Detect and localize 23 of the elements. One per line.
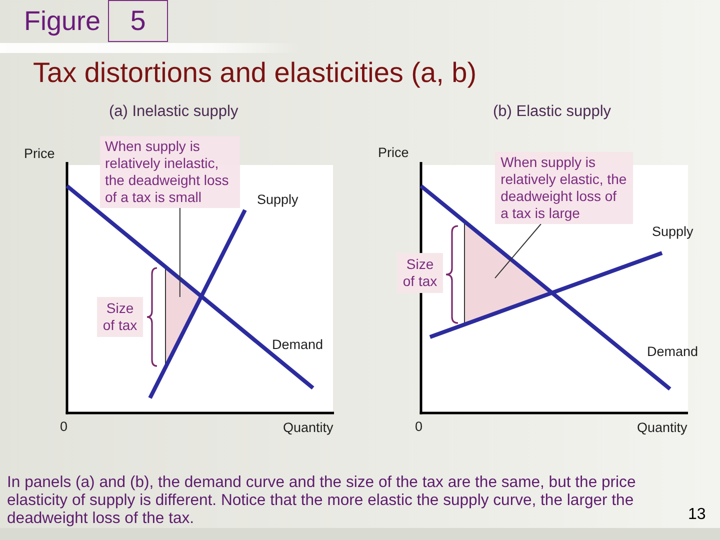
axis-label: Quantity [283, 420, 334, 436]
curve-label: Supply [652, 224, 694, 240]
callout-note: When supply is relatively elastic, the deadweight loss of a tax is large [495, 152, 633, 224]
callout-note: When supply is relatively inelastic, the deadweight loss of a tax is small [100, 136, 240, 208]
caption-text: In panels (a) and (b), the demand curve and the size of the tax are the same, but the price elasticity of supply is different. Notice that the more elastic the supply curve, the larger the deadweight loss of the tax. [7, 474, 637, 528]
curve-label: Demand [272, 337, 324, 353]
panel-title: (b) Elastic supply [493, 104, 612, 120]
figure-label: Figure [24, 6, 101, 36]
axis-label: Price [24, 146, 55, 162]
origin-label: 0 [60, 419, 68, 435]
figure-number: 5 [108, 0, 168, 42]
slide-title: Tax distortions and elasticities (a, b) [33, 59, 477, 87]
tax-size-label: Size of tax [397, 253, 443, 293]
curve-label: Supply [257, 192, 298, 208]
axis-label: Quantity [637, 420, 688, 436]
curve-label: Demand [647, 344, 698, 360]
origin-label: 0 [415, 419, 423, 435]
leader-line [179, 208, 180, 298]
axis-label: Price [378, 145, 409, 161]
leader-line [494, 224, 542, 279]
panel-title: (a) Inelastic supply [109, 104, 238, 120]
page-number: 13 [688, 507, 706, 523]
tax-size-label: Size of tax [97, 297, 143, 337]
